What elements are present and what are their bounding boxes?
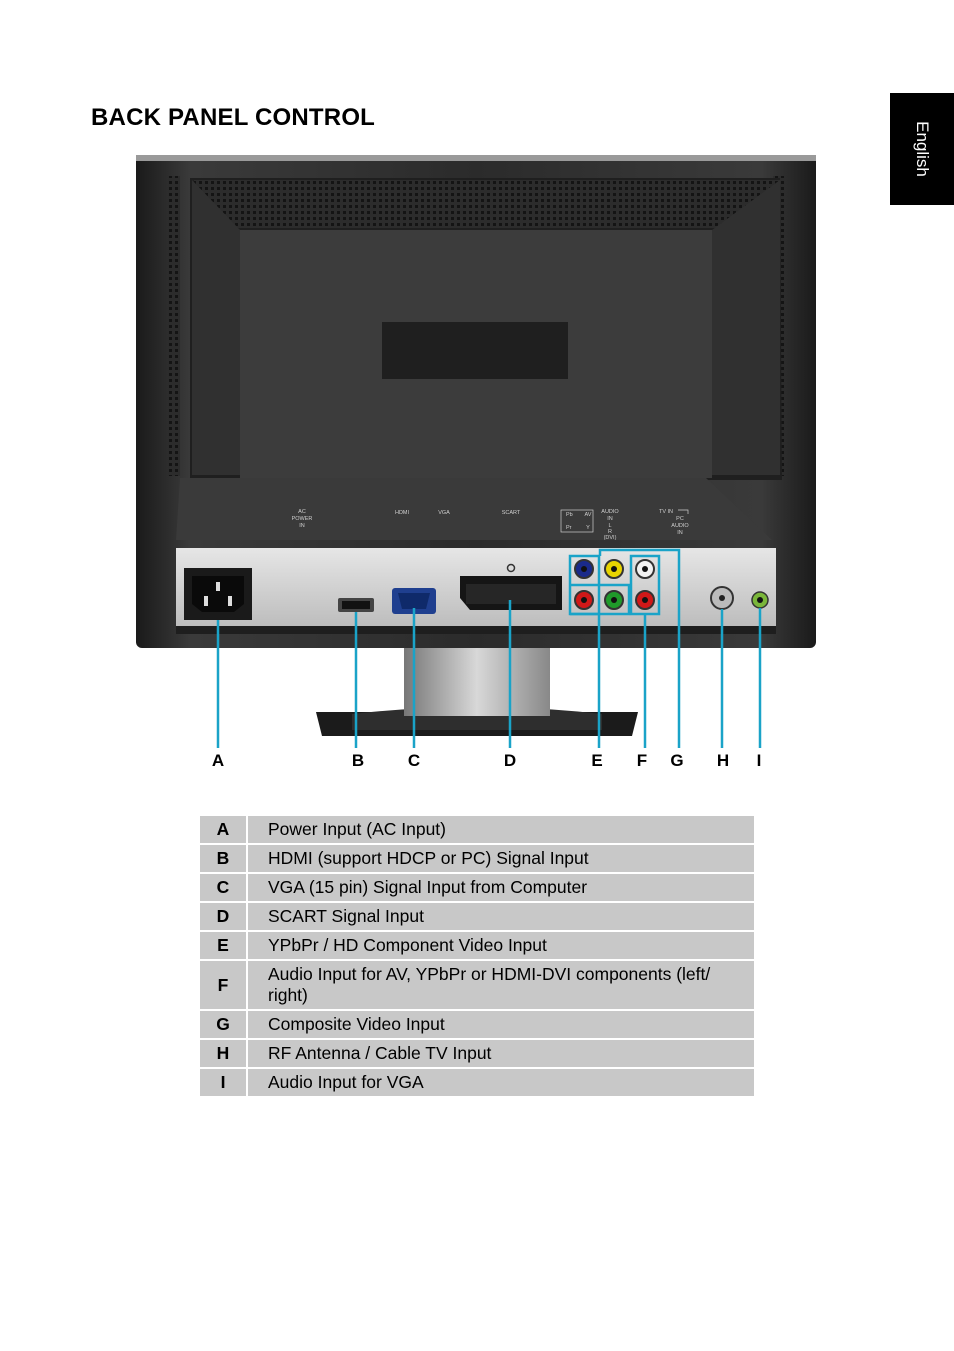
label-pc-audio: AUDIO [671,523,689,529]
label-audio-r: R [608,529,612,535]
page-title: BACK PANEL CONTROL [91,104,376,131]
monitor-back-diagram: AC POWER IN HDMI VGA SCART Pb Pr AV Y AU… [136,155,816,770]
legend-table: A Power Input (AC Input) B HDMI (support… [200,814,754,1098]
label-audio: AUDIO [601,509,619,515]
table-row: G Composite Video Input [200,1011,754,1038]
legend-key: I [200,1069,248,1096]
callout-b: B [352,751,364,770]
table-row: B HDMI (support HDCP or PC) Signal Input [200,845,754,872]
table-row: I Audio Input for VGA [200,1069,754,1096]
legend-key: H [200,1040,248,1067]
table-row: E YPbPr / HD Component Video Input [200,932,754,959]
table-row: A Power Input (AC Input) [200,816,754,843]
label-hdmi: HDMI [395,510,410,516]
monitor-body [136,155,816,648]
callout-a: A [212,751,224,770]
table-row: D SCART Signal Input [200,903,754,930]
label-y: Y [586,525,590,531]
callout-c: C [408,751,420,770]
label-vga: VGA [438,510,450,516]
legend-desc: HDMI (support HDCP or PC) Signal Input [248,845,754,872]
label-audio-l: L [608,523,611,529]
label-pc-in: IN [677,530,683,536]
legend-key: B [200,845,248,872]
table-row: F Audio Input for AV, YPbPr or HDMI-DVI … [200,961,754,1009]
label-power: POWER [292,516,313,522]
label-pc: PC [676,516,684,522]
ac-power-socket [184,568,252,620]
callout-letters: A B C D E F G H I [212,751,762,770]
legend-desc: YPbPr / HD Component Video Input [248,932,754,959]
legend-key: D [200,903,248,930]
legend-desc: RF Antenna / Cable TV Input [248,1040,754,1067]
legend-key: E [200,932,248,959]
label-av: AV [585,512,592,518]
hdmi-port [338,598,374,612]
rca-jacks [574,559,655,610]
legend-desc: Audio Input for VGA [248,1069,754,1096]
legend-key: G [200,1011,248,1038]
legend-desc: Power Input (AC Input) [248,816,754,843]
pc-audio-jack [751,591,769,609]
legend-desc: Composite Video Input [248,1011,754,1038]
label-power-in: IN [299,523,305,529]
label-ac: AC [298,509,306,515]
callout-h: H [717,751,729,770]
label-scart: SCART [502,510,521,516]
legend-key: F [200,961,248,1009]
language-tab: English [890,93,954,205]
housing-labels: AC POWER IN HDMI VGA SCART Pb Pr AV Y AU… [292,509,690,541]
scart-port [460,563,562,610]
label-tvin: TV IN [659,509,673,515]
legend-desc: Audio Input for AV, YPbPr or HDMI-DVI co… [248,961,754,1009]
legend-desc: VGA (15 pin) Signal Input from Computer [248,874,754,901]
legend-key: A [200,816,248,843]
callout-g: G [670,751,683,770]
vga-port [392,588,436,614]
callout-i: I [757,751,762,770]
label-pb: Pb [566,512,573,518]
legend-key: C [200,874,248,901]
legend-desc: SCART Signal Input [248,903,754,930]
callout-f: F [637,751,647,770]
callout-e: E [591,751,602,770]
table-row: C VGA (15 pin) Signal Input from Compute… [200,874,754,901]
label-audio-in: IN [607,516,613,522]
rf-antenna-port [710,586,734,610]
label-pr: Pr [566,525,572,531]
label-dvi: (DVI) [604,535,617,541]
callout-d: D [504,751,516,770]
callout-lines [216,548,762,748]
table-row: H RF Antenna / Cable TV Input [200,1040,754,1067]
